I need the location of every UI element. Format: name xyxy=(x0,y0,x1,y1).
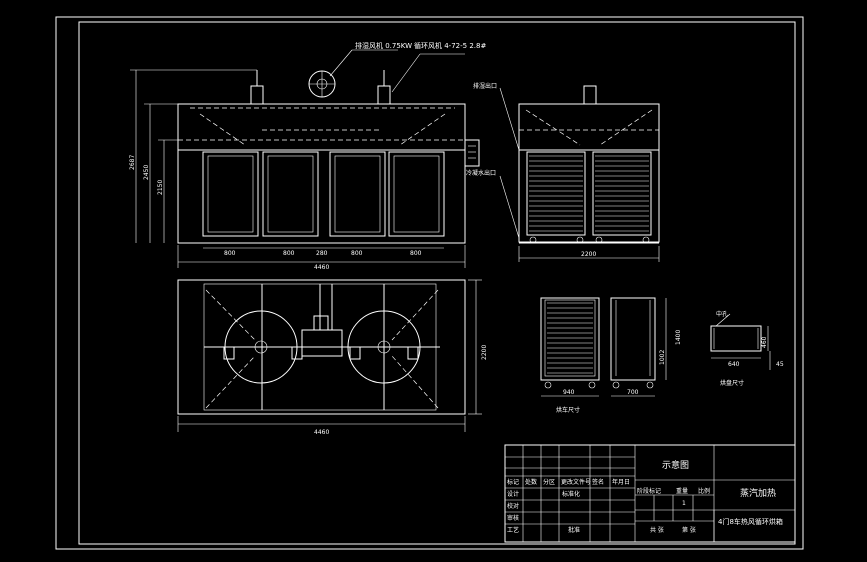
dim-rack-width: 940 xyxy=(563,389,575,396)
tb-header-4: 更改文件号 xyxy=(561,478,591,486)
dim-rack-height: 1002 xyxy=(659,350,666,365)
tb-header-1: 标记 xyxy=(507,478,519,486)
tb-right-h1: 阶段标记 xyxy=(637,487,661,495)
dim-tray-depth: 45 xyxy=(776,361,784,368)
tb-header-3: 分区 xyxy=(543,478,555,486)
dim-tray-top: 中孔 xyxy=(716,310,728,318)
dim-tray-width: 640 xyxy=(728,361,740,368)
front-doors xyxy=(202,151,445,237)
inner-frame xyxy=(78,21,796,545)
dim-tray-height: 460 xyxy=(761,336,768,348)
title-main: 4门8车热风循环烘箱 xyxy=(718,517,783,526)
rack-size-label: 烘车尺寸 xyxy=(556,406,580,414)
tb-header-5: 签名 xyxy=(592,478,604,486)
tb-row-process: 工艺 xyxy=(507,526,519,534)
dim-front-w4: 800 xyxy=(351,250,363,257)
front-top-housing xyxy=(177,103,466,151)
circulation-fan-label: 循环风机 4-72-5 2.8# xyxy=(414,41,486,50)
dim-front-w3: 280 xyxy=(316,250,328,257)
tb-footer-1: 共 张 xyxy=(650,526,664,534)
plan-view xyxy=(177,279,482,432)
tb-row-design: 设计 xyxy=(507,490,519,498)
dim-front-w1: 800 xyxy=(224,250,236,257)
dim-plan-depth: 2200 xyxy=(481,345,488,360)
outer-frame xyxy=(55,16,804,550)
exhaust-outlet-label: 排湿出口 xyxy=(473,82,497,90)
tb-right-h2: 重量 xyxy=(676,487,688,495)
side-tray-lines xyxy=(529,155,649,232)
title-block xyxy=(504,444,796,543)
dim-2150: 2150 xyxy=(157,180,164,195)
dim-rack-side: 1400 xyxy=(675,330,682,345)
tb-footer-2: 第 张 xyxy=(682,526,696,534)
tb-standard: 标准化 xyxy=(562,490,580,498)
title-project: 蒸汽加热 xyxy=(740,487,776,499)
tb-header-6: 年月日 xyxy=(612,478,630,486)
tb-row-check: 校对 xyxy=(507,502,519,510)
dim-side-width: 2200 xyxy=(581,251,596,258)
front-fan-stack-right xyxy=(377,85,391,105)
dim-2687: 2687 xyxy=(129,155,136,170)
steam-inlet-label: 冷凝水出口 xyxy=(466,169,496,177)
control-panel xyxy=(464,139,480,167)
rack-detail xyxy=(540,297,667,397)
tb-header-2: 处数 xyxy=(525,478,537,486)
dim-front-w5: 800 xyxy=(410,250,422,257)
tb-approve: 批准 xyxy=(568,526,580,534)
tray-size-label: 烘盘尺寸 xyxy=(720,379,744,387)
dim-front-w2: 800 xyxy=(283,250,295,257)
front-view xyxy=(130,49,480,268)
tb-right-h3: 比例 xyxy=(698,487,710,495)
front-cabinet xyxy=(177,149,466,244)
tray-detail xyxy=(710,313,771,370)
dim-rack-depth: 700 xyxy=(627,389,639,396)
tb-row-review: 审核 xyxy=(507,514,519,522)
side-view xyxy=(499,85,660,262)
tb-scale: 1 xyxy=(682,500,686,507)
fan-motor-label: 排湿风机 0.75KW xyxy=(355,41,412,50)
dim-plan-total: 4460 xyxy=(314,429,329,436)
dim-front-total: 4460 xyxy=(314,264,329,271)
front-fan-stack-left xyxy=(250,85,264,105)
title-schematic: 示意图 xyxy=(662,459,689,471)
dim-2450: 2450 xyxy=(143,165,150,180)
